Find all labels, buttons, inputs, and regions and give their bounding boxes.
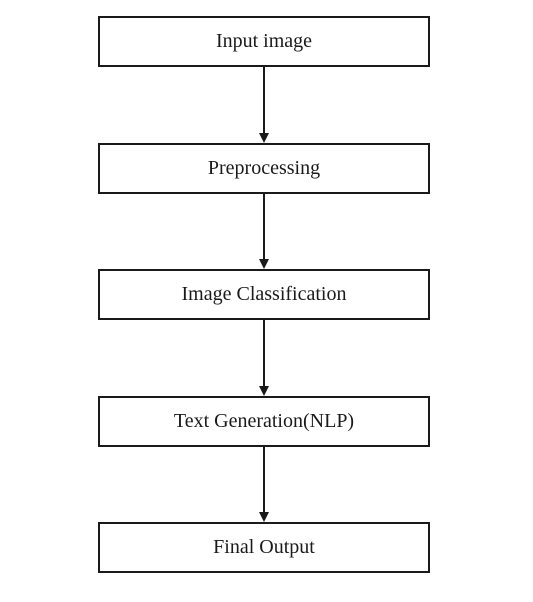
step-final-output: Final Output bbox=[98, 522, 430, 573]
step-input-image: Input image bbox=[98, 16, 430, 67]
step-image-classification: Image Classification bbox=[98, 269, 430, 320]
step-text-generation: Text Generation(NLP) bbox=[98, 396, 430, 447]
step-preprocessing: Preprocessing bbox=[98, 143, 430, 194]
